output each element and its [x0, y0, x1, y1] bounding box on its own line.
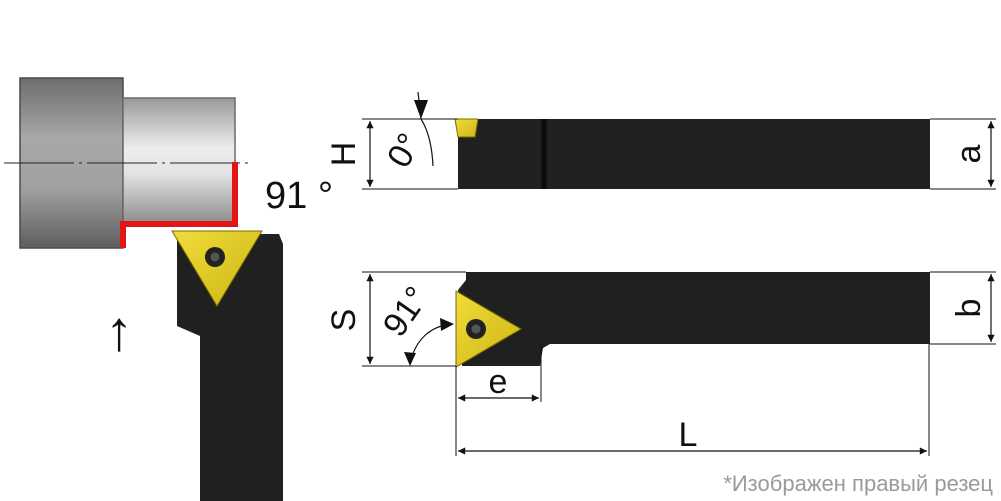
feed-arrow-icon: ↑: [105, 299, 133, 362]
cut-path-red: [120, 162, 238, 248]
side-tool: [171, 230, 283, 501]
dim-label-S: S: [325, 309, 363, 332]
workpiece-small-cylinder: [122, 97, 236, 225]
dim-label-b: b: [950, 299, 988, 318]
side-view-shank: [458, 272, 930, 366]
dim-label-a: a: [950, 144, 988, 163]
top-view: [362, 91, 996, 190]
side-view: [362, 271, 996, 456]
dim-label-H: H: [325, 142, 363, 167]
dim-label-L: L: [679, 416, 698, 454]
side-view-insert: [455, 290, 522, 368]
footnote: *Изображен правый резец: [723, 471, 993, 496]
workpiece: [4, 77, 248, 249]
top-view-shank: [458, 119, 930, 189]
angle-label-top: 0°: [380, 127, 429, 174]
dim-label-e: e: [489, 363, 508, 401]
side-tool-insert: [171, 230, 263, 307]
side-tool-body: [177, 234, 283, 501]
angle-label-left: 91 °: [265, 175, 333, 217]
top-view-insert: [454, 118, 479, 138]
